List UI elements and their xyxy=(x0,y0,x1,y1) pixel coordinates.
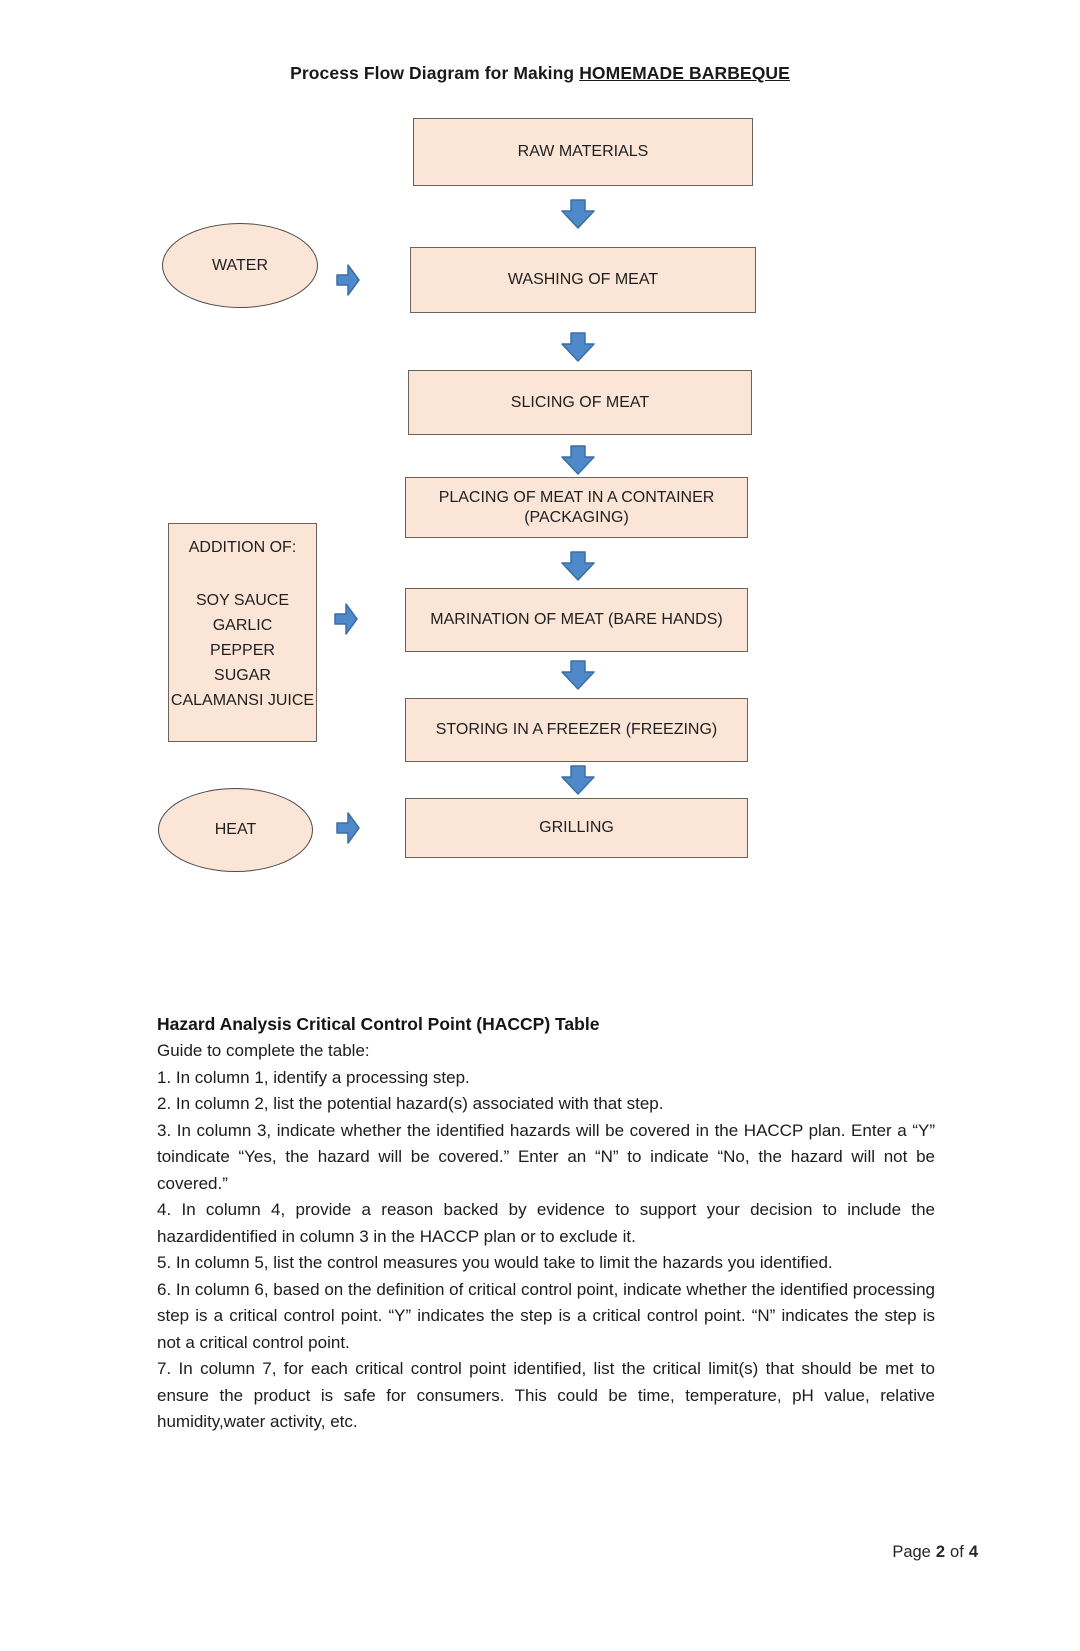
addition-heading: ADDITION OF: xyxy=(188,539,297,556)
footer-page-word: Page xyxy=(892,1543,931,1561)
addition-items: SOY SAUCE GARLIC PEPPER SUGAR CALAMANSI … xyxy=(169,588,316,713)
right-arrow-icon xyxy=(336,262,360,298)
addition-item: GARLIC xyxy=(212,617,273,634)
down-arrow-icon xyxy=(560,199,596,229)
footer-total-pages: 4 xyxy=(968,1543,978,1561)
addition-item: SOY SAUCE xyxy=(195,592,290,609)
addition-item: CALAMANSI JUICE xyxy=(170,692,315,709)
heat-input-ellipse: HEAT xyxy=(158,788,313,872)
guide-item-7: 7. In column 7, for each critical contro… xyxy=(157,1359,935,1431)
guide-item-1: 1. In column 1, identify a processing st… xyxy=(157,1067,470,1087)
guide-item-4: 4. In column 4, provide a reason backed … xyxy=(157,1200,935,1246)
down-arrow-icon xyxy=(560,445,596,475)
flow-step-washing-of-meat: WASHING OF MEAT xyxy=(410,247,756,313)
flow-step-raw-materials: RAW MATERIALS xyxy=(413,118,753,186)
addition-item: PEPPER xyxy=(210,642,275,659)
addition-of-box: ADDITION OF: SOY SAUCE GARLIC PEPPER SUG… xyxy=(168,523,317,742)
page-title-product: HOMEMADE BARBEQUE xyxy=(579,63,790,83)
down-arrow-icon xyxy=(560,765,596,795)
flow-step-marination-of-meat: MARINATION OF MEAT (BARE HANDS) xyxy=(405,588,748,652)
haccp-guide-section: Hazard Analysis Critical Control Point (… xyxy=(157,1010,935,1436)
down-arrow-icon xyxy=(560,551,596,581)
guide-item-5: 5. In column 5, list the control measure… xyxy=(157,1253,833,1272)
page-footer: Page 2 of 4 xyxy=(892,1543,978,1562)
page-title: Process Flow Diagram for Making HOMEMADE… xyxy=(0,63,1080,84)
right-arrow-icon xyxy=(334,601,358,637)
footer-of-word: of xyxy=(950,1543,964,1561)
guide-item-6: 6. In column 6, based on the definition … xyxy=(157,1279,935,1352)
water-input-ellipse: WATER xyxy=(162,223,318,308)
flow-step-placing-of-meat: PLACING OF MEAT IN A CONTAINER (PACKAGIN… xyxy=(405,477,748,538)
guide-item-2: 2. In column 2, list the potential hazar… xyxy=(157,1094,664,1113)
down-arrow-icon xyxy=(560,660,596,690)
flow-step-storing-in-freezer: STORING IN A FREEZER (FREEZING) xyxy=(405,698,748,762)
guide-intro: Guide to complete the table: xyxy=(157,1041,370,1060)
page-title-prefix: Process Flow Diagram for Making xyxy=(290,63,580,83)
guide-item-3: 3. In column 3, indicate whether the ide… xyxy=(157,1120,935,1193)
flow-step-grilling: GRILLING xyxy=(405,798,748,858)
down-arrow-icon xyxy=(560,332,596,362)
addition-item: SUGAR xyxy=(214,667,271,684)
haccp-heading: Hazard Analysis Critical Control Point (… xyxy=(157,1014,600,1034)
right-arrow-icon xyxy=(336,810,360,846)
flow-step-slicing-of-meat: SLICING OF MEAT xyxy=(408,370,752,435)
footer-current-page: 2 xyxy=(935,1543,946,1561)
